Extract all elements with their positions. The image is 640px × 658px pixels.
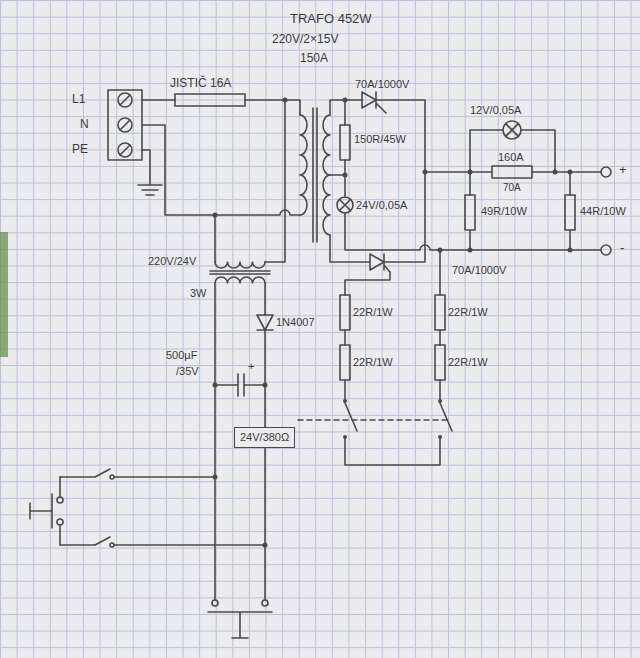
component-label: 22R/1W	[353, 306, 393, 318]
component-label: 70A/1000V	[355, 78, 409, 90]
component-label: 220V/2×15V	[272, 33, 338, 46]
component-label: -	[620, 241, 624, 255]
component-label: 22R/1W	[448, 356, 488, 368]
diode-symbol	[257, 315, 273, 330]
wires	[30, 90, 611, 638]
output-terminal	[601, 167, 611, 177]
lamp-symbol	[503, 121, 521, 139]
component-label: +	[619, 163, 627, 177]
component-label: 24V/0,05A	[356, 199, 407, 211]
edge-stain	[0, 232, 8, 357]
small-transformer-secondary	[215, 277, 265, 283]
terminal-block	[108, 90, 142, 160]
resistor-symbol	[465, 195, 475, 230]
component-label: 70A/1000V	[452, 264, 506, 276]
component-label: 49R/10W	[481, 205, 527, 217]
resistor-symbol	[340, 125, 350, 160]
component-label: 160A	[498, 151, 524, 163]
output-terminal	[601, 245, 611, 255]
component-label: 150A	[300, 52, 328, 65]
component-label: 12V/0,05A	[470, 104, 521, 116]
thyristor-symbol	[362, 92, 376, 108]
transformer-primary	[300, 115, 307, 215]
small-transformer-primary	[215, 262, 265, 268]
lamp-symbol	[337, 197, 353, 213]
fuse-symbol	[492, 166, 532, 178]
push-button	[208, 612, 272, 638]
transformer-core	[313, 108, 317, 242]
component-label: 44R/10W	[580, 205, 626, 217]
component-label: 150R/45W	[354, 133, 406, 145]
thyristor-symbol	[370, 254, 384, 270]
component-label: 22R/1W	[353, 356, 393, 368]
resistor-symbol	[435, 345, 445, 380]
component-label: /35V	[176, 365, 199, 377]
push-button	[30, 494, 52, 528]
breaker-symbol	[175, 94, 245, 106]
ground-symbol	[138, 150, 162, 195]
component-label: L1	[72, 93, 85, 106]
resistor-symbol	[435, 295, 445, 330]
junction-dots	[213, 98, 573, 548]
component-label: 22R/1W	[448, 306, 488, 318]
resistor-symbol	[340, 295, 350, 330]
component-label: JISTIČ 16A	[170, 77, 231, 90]
component-label: 220V/24V	[148, 255, 196, 267]
capacitor-symbol	[215, 374, 265, 396]
component-label: 1N4007	[276, 316, 315, 328]
relay-coil: 24V/380Ω	[234, 427, 295, 448]
component-label: N	[80, 118, 89, 131]
component-label: 3W	[190, 287, 207, 299]
component-label: TRAFO 452W	[290, 12, 372, 26]
resistor-symbol	[565, 195, 575, 230]
component-label: 70A	[503, 182, 521, 193]
component-label: 500µF	[166, 349, 197, 361]
resistor-symbol	[340, 345, 350, 380]
coil-rating: 24V/380Ω	[240, 431, 289, 444]
component-label: PE	[72, 143, 88, 156]
relay-link	[298, 419, 450, 421]
component-label: +	[248, 360, 254, 372]
transformer-secondary	[323, 115, 330, 235]
